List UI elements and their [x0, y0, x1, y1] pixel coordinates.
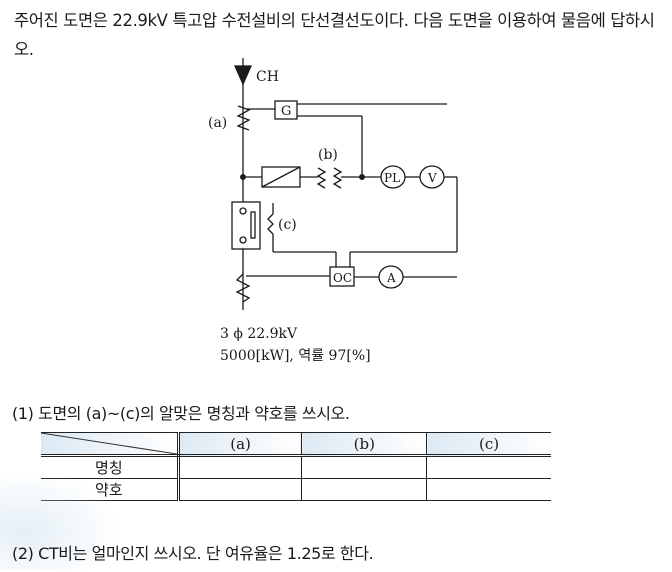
- answer-cell-c-name[interactable]: [426, 455, 551, 479]
- spec-voltage: 3 ϕ 22.9kV: [220, 326, 298, 342]
- box-g-label: G: [281, 104, 291, 119]
- pl-label: PL: [384, 171, 400, 185]
- table-row: 명칭: [41, 455, 551, 479]
- pt-b-icon: [316, 167, 327, 189]
- spec-power: 5000[kW], 역률 97[%]: [220, 348, 371, 364]
- answer-cell-b-name[interactable]: [301, 455, 428, 479]
- table-header-row: (a) (b) (c): [41, 432, 551, 457]
- ct-lower-icon: [235, 273, 251, 303]
- oc-label: OC: [333, 271, 352, 285]
- table-row: 약호: [41, 478, 551, 501]
- label-b: (b): [318, 147, 338, 163]
- ground-relay-g-box: [274, 100, 298, 120]
- cable-head-icon: [233, 65, 253, 86]
- label-c: (c): [278, 217, 297, 233]
- column-header-a: (a): [178, 432, 303, 457]
- corner-cell: [41, 432, 180, 457]
- a-label: A: [386, 271, 396, 285]
- single-line-diagram: CH (a) (b) (c) G PL V OC A 3 ϕ 22.9kV 50…: [208, 58, 458, 364]
- row-label-symbol: 약호: [41, 478, 180, 501]
- column-header-c: (c): [426, 432, 551, 457]
- answer-cell-a-name[interactable]: [178, 455, 303, 479]
- v-label: V: [427, 171, 437, 185]
- row-label-name: 명칭: [41, 455, 180, 479]
- trip-coil-c-icon: [267, 213, 274, 235]
- answer-cell-a-symbol[interactable]: [178, 478, 303, 501]
- answer-table: (a) (b) (c) 명칭 약호: [41, 432, 551, 501]
- question-2: (2) CT비는 얼마인지 쓰시오. 단 여유율은 1.25로 한다.: [12, 544, 374, 563]
- label-a: (a): [208, 115, 227, 131]
- question-1: (1) 도면의 (a)~(c)의 알맞은 명칭과 약호를 쓰시오.: [12, 404, 350, 423]
- answer-cell-c-symbol[interactable]: [426, 478, 551, 501]
- answer-cell-b-symbol[interactable]: [301, 478, 428, 501]
- column-header-b: (b): [301, 432, 428, 457]
- problem-intro: 주어진 도면은 22.9kV 특고압 수전설비의 단선결선도이다. 다음 도면을…: [14, 11, 655, 59]
- cable-head-label: CH: [256, 69, 279, 85]
